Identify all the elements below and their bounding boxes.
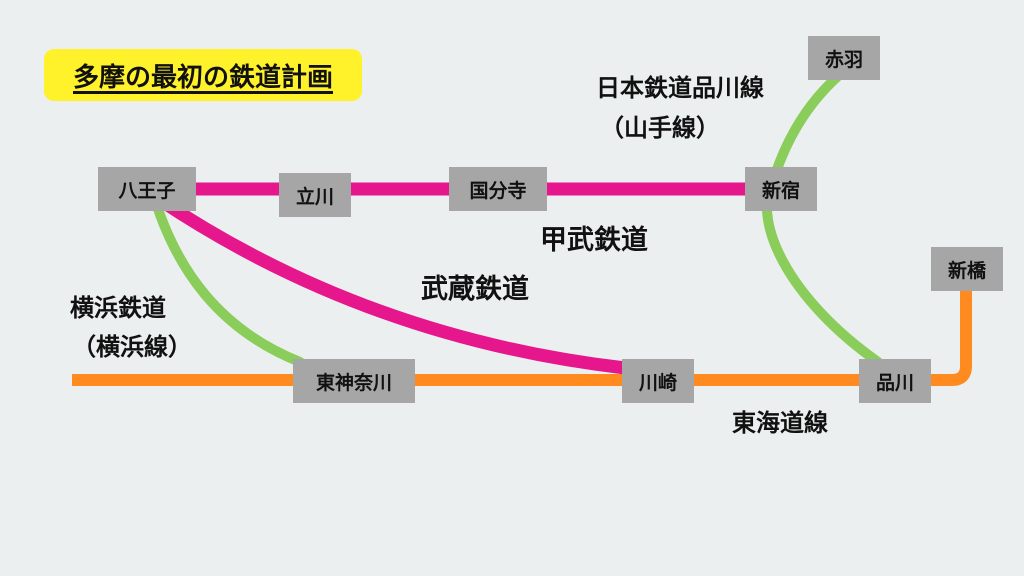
line-note: （横浜線） bbox=[72, 333, 192, 361]
station-label: 国分寺 bbox=[469, 179, 527, 202]
station-hachioji: 八王子 bbox=[98, 167, 196, 211]
station-label: 川崎 bbox=[638, 371, 677, 394]
station-label: 八王子 bbox=[118, 179, 176, 202]
title-highlight: 多摩の最初の鉄道計画 bbox=[44, 49, 362, 101]
yokohama-line bbox=[147, 185, 305, 367]
line-note-yokohama: （横浜線） bbox=[72, 335, 192, 359]
line-label-nippon-shinagawa: 日本鉄道品川線 bbox=[596, 76, 764, 100]
tokaido-line bbox=[72, 280, 972, 386]
station-shinagawa: 品川 bbox=[859, 359, 931, 403]
line-label-yokohama: 横浜鉄道 bbox=[70, 296, 166, 320]
station-label: 新宿 bbox=[761, 179, 800, 202]
shinagawa-line bbox=[761, 65, 883, 367]
line-name: 東海道線 bbox=[732, 409, 828, 437]
station-label: 品川 bbox=[875, 371, 914, 394]
station-kokubunji: 国分寺 bbox=[449, 167, 547, 211]
station-kawasaki: 川崎 bbox=[622, 359, 694, 403]
line-label-koubu: 甲武鉄道 bbox=[540, 227, 648, 254]
station-higashikanagawa: 東神奈川 bbox=[293, 359, 415, 403]
line-label-tokaido: 東海道線 bbox=[732, 411, 828, 435]
line-note: （山手線） bbox=[600, 114, 720, 142]
station-label: 立川 bbox=[295, 185, 334, 208]
station-label: 東神奈川 bbox=[315, 371, 392, 394]
line-label-musashi: 武蔵鉄道 bbox=[421, 276, 529, 303]
line-name: 横浜鉄道 bbox=[70, 294, 166, 322]
station-tachikawa: 立川 bbox=[279, 173, 351, 217]
station-label: 新橋 bbox=[947, 259, 986, 282]
line-note-nippon-shinagawa: （山手線） bbox=[600, 116, 720, 140]
musashi-line bbox=[153, 193, 632, 375]
station-shinbashi: 新橋 bbox=[931, 247, 1003, 291]
station-label: 赤羽 bbox=[824, 48, 863, 71]
page-title: 多摩の最初の鉄道計画 bbox=[72, 62, 333, 93]
station-shinjuku: 新宿 bbox=[745, 167, 817, 211]
line-name: 日本鉄道品川線 bbox=[596, 74, 764, 102]
station-akabane: 赤羽 bbox=[808, 36, 880, 80]
line-name: 甲武鉄道 bbox=[540, 225, 648, 256]
line-name: 武蔵鉄道 bbox=[421, 274, 529, 305]
